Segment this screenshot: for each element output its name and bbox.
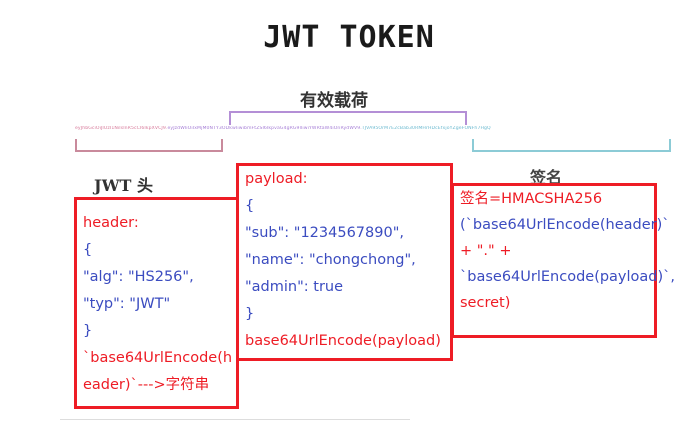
box-line: {	[245, 198, 255, 214]
box-line: eader)`--->字符串	[83, 377, 210, 393]
box-line: secret)	[460, 295, 511, 311]
header-box: header: { "alg": "HS256", "typ": "JWT" }…	[74, 197, 239, 409]
box-line: (`base64UrlEncode(header)`	[460, 217, 670, 233]
signature-box: 签名=HMACSHA256 (`base64UrlEncode(header)`…	[451, 183, 676, 338]
payload-section-label: 有效载荷	[300, 91, 368, 111]
box-line: "sub": "1234567890",	[245, 225, 404, 241]
box-line: header:	[83, 215, 139, 231]
box-line: payload:	[245, 171, 308, 187]
token-payload-part: eyJzdWIiOiIxMjM0NTY3ODkwIiwibmFtZSI6Ikpv…	[167, 126, 362, 131]
divider	[60, 419, 410, 420]
diagram-title: JWT TOKEN	[263, 20, 435, 55]
box-line: {	[83, 242, 93, 258]
payload-box: payload: { "sub": "1234567890", "name": …	[236, 163, 453, 361]
token-header-part: eyJhbGciOiJIUzI1NiIsInR5cCI6IkpXVCJ9.	[75, 126, 168, 131]
box-line: "alg": "HS256",	[83, 269, 194, 285]
box-line: }	[245, 306, 255, 322]
box-line: "name": "chongchong",	[245, 252, 416, 268]
box-line: + "." +	[460, 243, 512, 259]
box-line: }	[83, 323, 93, 339]
box-line: 签名=HMACSHA256	[460, 191, 603, 207]
box-line: `base64UrlEncode(payload)`,	[460, 269, 676, 285]
payload-bracket	[229, 111, 467, 125]
signature-bracket	[472, 139, 671, 152]
token-signature-part: TJVA95OrM7E2cBab30RMHrHDcEfxjoYZgeFONFh7…	[361, 126, 491, 131]
box-line: "typ": "JWT"	[83, 296, 171, 312]
header-bracket	[75, 139, 223, 152]
header-section-label: JWT 头	[94, 176, 154, 195]
box-line: `base64UrlEncode(h	[83, 350, 233, 366]
jwt-token-string: eyJhbGciOiJIUzI1NiIsInR5cCI6IkpXVCJ9.eyJ…	[75, 126, 675, 131]
box-line: "admin": true	[245, 279, 344, 295]
signature-section-label: 签名	[530, 168, 563, 187]
box-line: base64UrlEncode(payload)	[245, 333, 441, 349]
